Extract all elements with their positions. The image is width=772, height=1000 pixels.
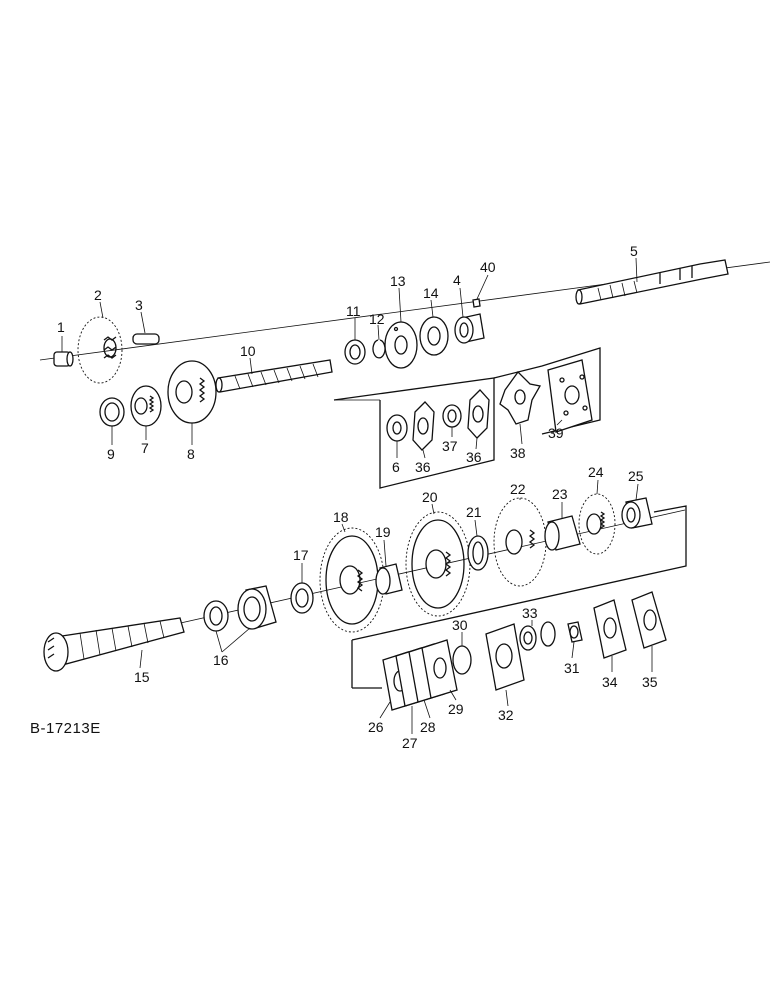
part-4-bearing xyxy=(454,313,485,344)
part-5-main-shaft xyxy=(575,259,729,305)
part-19-bushing xyxy=(375,539,403,595)
callout-38: 38 xyxy=(510,445,526,461)
part-7-gear xyxy=(130,385,162,427)
callout-26: 26 xyxy=(368,719,384,735)
part-11-bearing xyxy=(344,339,366,365)
part-40-fitting xyxy=(472,298,481,308)
part-14-flange xyxy=(419,316,449,356)
callout-24: 24 xyxy=(588,464,604,480)
callout-9: 9 xyxy=(107,446,115,462)
lower-shaft-group xyxy=(43,479,687,689)
callout-11: 11 xyxy=(346,303,361,319)
part-10-splined-shaft xyxy=(215,359,333,393)
callout-17: 17 xyxy=(293,547,309,563)
part-1-bushing xyxy=(53,351,74,367)
part-2-gear xyxy=(77,316,123,384)
callout-35: 35 xyxy=(642,674,658,690)
callout-21: 21 xyxy=(466,504,482,520)
part-16-bearing xyxy=(203,585,277,653)
inset-group-upper-right xyxy=(493,347,601,445)
callout-28: 28 xyxy=(420,719,436,735)
part-8-gear xyxy=(167,360,217,424)
callout-34: 34 xyxy=(602,674,618,690)
callout-19: 19 xyxy=(375,524,391,540)
callout-2: 2 xyxy=(94,287,102,303)
callout-8: 8 xyxy=(187,446,195,462)
callout-15: 15 xyxy=(134,669,150,685)
callout-4: 4 xyxy=(453,272,461,288)
inset-group-upper-left xyxy=(333,377,495,489)
drawing-reference-code: B-17213E xyxy=(30,720,101,737)
part-17-bearing xyxy=(290,563,314,614)
lower-inset-parts xyxy=(379,591,667,734)
part-15-pinion-shaft xyxy=(43,617,185,672)
callout-23: 23 xyxy=(552,486,568,502)
callout-3: 3 xyxy=(135,297,143,313)
part-20-gear xyxy=(405,503,471,617)
callout-39: 39 xyxy=(548,425,564,441)
part-23-sleeve xyxy=(544,502,581,551)
part-24-gear xyxy=(578,479,616,555)
callout-1: 1 xyxy=(57,319,65,335)
callout-20: 20 xyxy=(422,489,438,505)
callout-25: 25 xyxy=(628,468,644,484)
callout-31: 31 xyxy=(564,660,580,676)
callout-22: 22 xyxy=(510,481,526,497)
callout-29: 29 xyxy=(448,701,464,717)
callout-36-left: 36 xyxy=(415,459,431,475)
callout-14: 14 xyxy=(423,285,439,301)
part-18-gear xyxy=(319,523,385,633)
callout-30: 30 xyxy=(452,617,468,633)
callout-12: 12 xyxy=(369,311,385,327)
callout-13: 13 xyxy=(390,273,406,289)
callout-36-right: 36 xyxy=(466,449,482,465)
upper-shaft-group xyxy=(39,257,771,445)
callout-5: 5 xyxy=(630,243,638,259)
callout-37: 37 xyxy=(442,438,458,454)
callout-40: 40 xyxy=(480,259,496,275)
callout-16: 16 xyxy=(213,652,229,668)
part-25-bearing xyxy=(621,483,653,529)
callout-7: 7 xyxy=(141,440,149,456)
part-3-pin xyxy=(132,333,160,345)
part-9-bearing-cup xyxy=(99,397,125,427)
callout-27: 27 xyxy=(402,735,418,751)
callout-18: 18 xyxy=(333,509,349,525)
callout-33: 33 xyxy=(522,605,538,621)
part-22-gear xyxy=(493,497,547,587)
callout-labels: 1 2 3 10 11 12 13 14 4 40 5 9 7 8 6 36 3… xyxy=(57,243,658,751)
part-21-ring xyxy=(467,519,489,571)
part-13-plate xyxy=(384,321,418,369)
callout-10: 10 xyxy=(240,343,256,359)
part-12-snap-ring xyxy=(372,339,386,359)
callout-6: 6 xyxy=(392,459,400,475)
callout-32: 32 xyxy=(498,707,514,723)
